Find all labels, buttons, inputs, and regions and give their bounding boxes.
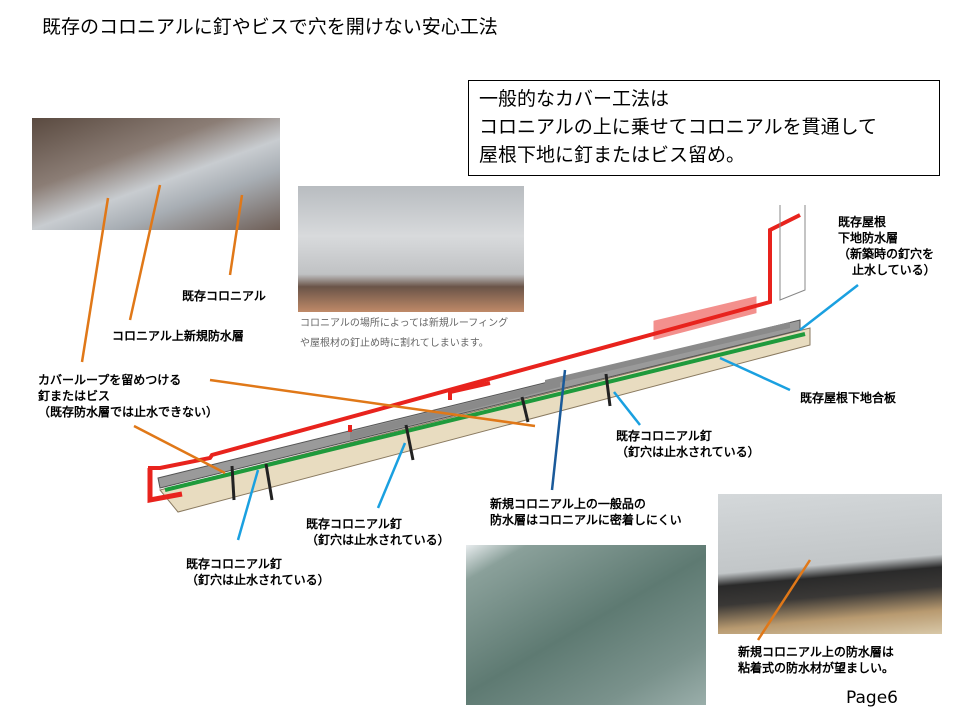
new-colonial-upper (350, 380, 560, 440)
label-general-product: 新規コロニアル上の一般品の防水層はコロニアルに密着しにくい (490, 497, 682, 527)
ridge-flashing (779, 205, 806, 301)
label-nail-left: 既存コロニアル釘（釘穴は止水されている） (186, 557, 330, 587)
photo-cracked-colonial (298, 186, 524, 312)
nail (264, 463, 274, 501)
photo-caption: コロニアルの場所によっては新規ルーフィング や屋根材の釘止め時に割れてしまいます… (300, 318, 509, 349)
step-red (448, 381, 491, 400)
existing-underlay-green (164, 332, 806, 492)
label-adhesive: 新規コロニアル上の防水層は粘着式の防水材が望ましい。 (738, 645, 895, 675)
cover-edge-red (147, 468, 183, 504)
blue-leaders (236, 284, 859, 541)
callout-line: 屋根下地に釘またはビス留め。 (479, 144, 746, 166)
slide-title: 既存のコロニアルに釘やビスで穴を開けない安心工法 (42, 16, 498, 38)
nail (520, 396, 530, 423)
label-existing-underlay: 既存屋根下地防水層（新築時の釘穴を止水している） (838, 215, 936, 277)
photo-adhesive-membrane (718, 494, 942, 634)
nail (230, 465, 236, 501)
new-colonial-upper2 (545, 322, 790, 386)
label-existing-colonial: 既存コロニアル (182, 289, 266, 303)
nail (404, 424, 415, 461)
callout-line: 一般的なカバー工法は (479, 88, 670, 110)
orange-leaders (80, 184, 812, 641)
label-new-waterproof: コロニアル上新規防水層 (112, 329, 244, 343)
ridge-cap (653, 296, 757, 340)
page-number: Page6 (846, 688, 898, 708)
callout-box: 一般的なカバー工法は コロニアルの上に乗せてコロニアルを貫通して 屋根下地に釘ま… (468, 80, 940, 176)
nails (230, 373, 612, 501)
photo-green-membrane (466, 545, 706, 705)
nail (604, 373, 612, 407)
cover-roof-red (148, 213, 801, 470)
label-nail-right: 既存コロニアル釘（釘穴は止水されている） (616, 429, 760, 459)
label-existing-plywood: 既存屋根下地合板 (800, 391, 897, 405)
callout-line: コロニアルの上に乗せてコロニアルを貫通して (479, 116, 878, 138)
label-cover-nail: カバーループを留めつける釘またはビス（既存防水層では止水できない） (38, 373, 219, 419)
label-nail-middle: 既存コロニアル釘（釘穴は止水されている） (306, 517, 450, 547)
